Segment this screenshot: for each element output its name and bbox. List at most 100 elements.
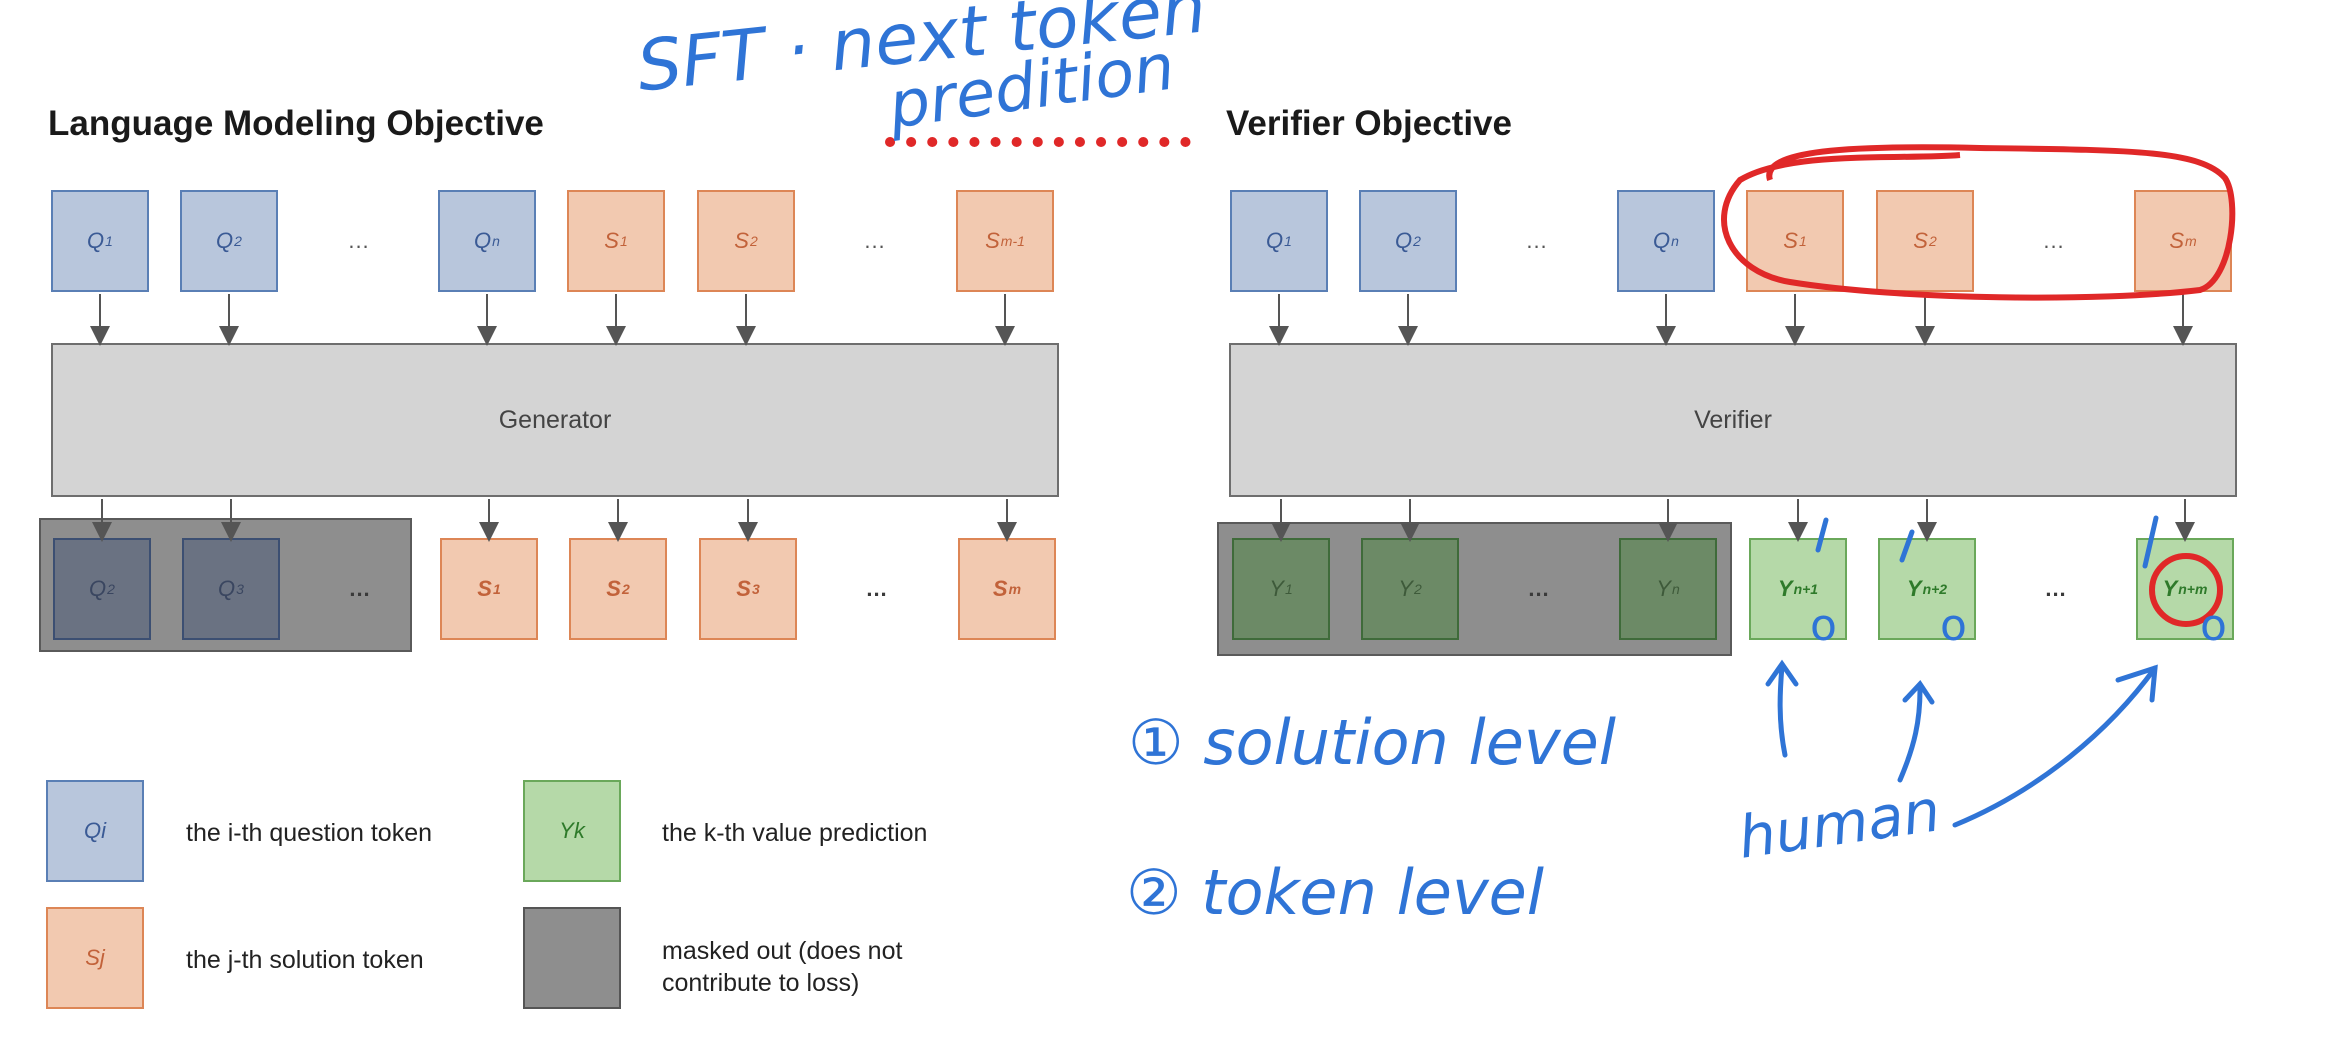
- token-symbol: S: [992, 576, 1008, 601]
- token-subscript: 1: [1284, 581, 1293, 597]
- tick-mark: [1899, 529, 1915, 563]
- token-symbol: Q: [474, 228, 492, 253]
- red-loop-highlight: [1721, 144, 2236, 301]
- human-arrow-3-head: [2115, 664, 2158, 703]
- token-symbol: S: [734, 228, 749, 253]
- token-symbol: Y: [1906, 576, 1922, 601]
- token-symbol: S: [2169, 228, 2184, 253]
- token-symbol: Q: [216, 228, 234, 253]
- token-symbol: S: [1783, 228, 1798, 253]
- legend-solution-sub: j: [99, 945, 105, 970]
- token-subscript: n: [1671, 581, 1680, 597]
- token-symbol: Q: [1395, 228, 1413, 253]
- verifier-output-ellipsis: ...: [1528, 576, 1550, 601]
- token-subscript: 1: [619, 233, 628, 249]
- token-symbol: Q: [218, 576, 236, 601]
- token-subscript: n: [492, 233, 500, 249]
- token-subscript: 2: [1928, 233, 1937, 249]
- verifier-output-ellipsis: ...: [2045, 576, 2067, 601]
- human-arrow-1: [1777, 663, 1788, 758]
- lm-output-ellipsis: ...: [349, 576, 371, 601]
- verifier-objective-title: Verifier Objective: [1226, 104, 1512, 143]
- lm-input-ellipsis: ...: [348, 228, 370, 253]
- verifier-input-ellipsis: ...: [2043, 228, 2065, 253]
- token-subscript: 3: [236, 581, 244, 597]
- token-symbol: Q: [87, 228, 105, 253]
- verifier-input-ellipsis: ...: [1526, 228, 1548, 253]
- token-subscript: 2: [234, 233, 242, 249]
- human-arrow-2: [1897, 687, 1923, 783]
- tick-mark: [1815, 517, 1829, 553]
- legend-mask-swatch: [523, 907, 621, 1009]
- token-subscript: m: [1008, 581, 1022, 597]
- human-arrow-2-head: [1902, 679, 1935, 705]
- token-symbol: Q: [1266, 228, 1284, 253]
- tick-mark: [2142, 515, 2159, 569]
- legend-solution-text: the j-th solution token: [186, 946, 424, 974]
- handwritten-o-mark: o: [1940, 600, 1967, 651]
- legend-question-symbol: Q: [83, 818, 102, 843]
- token-subscript: 1: [1798, 233, 1807, 249]
- legend-value-text: the k-th value prediction: [662, 819, 928, 847]
- token-symbol: S: [477, 576, 492, 601]
- token-subscript: 2: [1413, 233, 1421, 249]
- token-symbol: S: [606, 576, 621, 601]
- token-symbol: Y: [1656, 576, 1671, 601]
- human-arrow-3: [1952, 665, 2158, 828]
- token-subscript: 1: [1284, 233, 1292, 249]
- token-symbol: S: [1913, 228, 1928, 253]
- human-arrow-1-head: [1765, 659, 1799, 687]
- token-subscript: m: [2185, 233, 2197, 249]
- token-subscript: n+2: [1922, 581, 1948, 597]
- legend-value-sub: k: [573, 818, 585, 843]
- legend-mask-text: masked out (does not contribute to loss): [662, 937, 903, 997]
- lm-input-ellipsis: ...: [864, 228, 886, 253]
- token-symbol: Y: [2162, 576, 2178, 601]
- legend-value-symbol: Y: [559, 818, 574, 843]
- token-subscript: n: [1671, 233, 1679, 249]
- legend-question-sub: i: [101, 818, 106, 843]
- handwritten-o-mark: o: [1810, 600, 1837, 651]
- token-subscript: 1: [105, 233, 113, 249]
- token-subscript: n+1: [1793, 581, 1819, 597]
- token-subscript: 2: [749, 233, 758, 249]
- token-subscript: 2: [621, 581, 630, 597]
- legend-solution-symbol: S: [85, 945, 100, 970]
- handwritten-o-mark: o: [2200, 600, 2227, 651]
- legend-question-text: the i-th question token: [186, 819, 432, 847]
- token-subscript: n+m: [2178, 581, 2208, 597]
- token-symbol: S: [985, 228, 1000, 253]
- lm-output-ellipsis: ...: [866, 576, 888, 601]
- token-subscript: 2: [107, 581, 115, 597]
- token-symbol: Q: [89, 576, 107, 601]
- token-subscript: 3: [751, 581, 760, 597]
- handwritten-token-level: ② token level: [1126, 856, 1545, 929]
- token-symbol: Q: [1653, 228, 1671, 253]
- token-subscript: 1: [492, 581, 501, 597]
- token-symbol: S: [604, 228, 619, 253]
- verifier-box: Verifier: [1229, 343, 2237, 497]
- token-symbol: Y: [1269, 576, 1284, 601]
- handwritten-solution-level: ① solution level: [1128, 706, 1616, 779]
- token-subscript: 2: [1413, 581, 1422, 597]
- generator-box: Generator: [51, 343, 1059, 497]
